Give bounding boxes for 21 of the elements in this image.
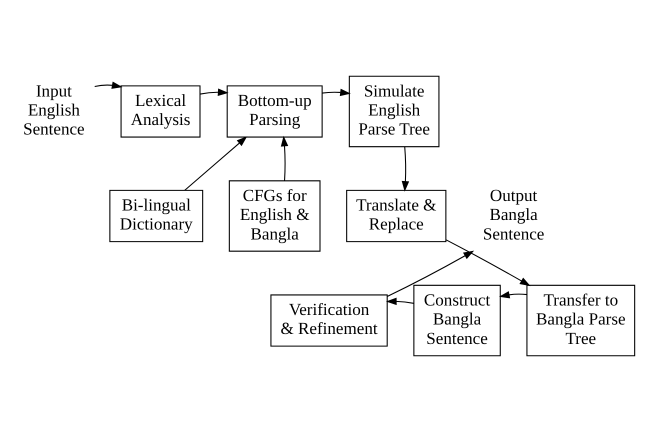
node-box: Simulate English Parse Tree xyxy=(348,76,440,148)
arrow xyxy=(386,298,414,306)
node-box: Transfer to Bangla Parse Tree xyxy=(526,284,636,356)
arrow xyxy=(94,82,123,89)
node-box: Lexical Analysis xyxy=(120,85,201,138)
node-box: Translate & Replace xyxy=(346,190,446,242)
arrow xyxy=(200,88,229,96)
arrow xyxy=(402,146,410,192)
node-box: CFGs for English & Bangla xyxy=(228,180,321,252)
node-box: Verification & Refinement xyxy=(270,294,388,347)
node-box: Bottom-up Parsing xyxy=(226,85,323,138)
node-text: Output Bangla Sentence xyxy=(482,186,544,244)
arrow xyxy=(280,136,288,181)
node-text: Input English Sentence xyxy=(23,81,85,139)
arrow xyxy=(446,239,531,286)
node-box: Construct Bangla Sentence xyxy=(413,284,501,356)
arrow xyxy=(498,291,527,298)
node-box: Bi-lingual Dictionary xyxy=(109,190,204,242)
arrow xyxy=(184,136,248,191)
arrow xyxy=(322,88,351,96)
arrow xyxy=(387,250,474,297)
